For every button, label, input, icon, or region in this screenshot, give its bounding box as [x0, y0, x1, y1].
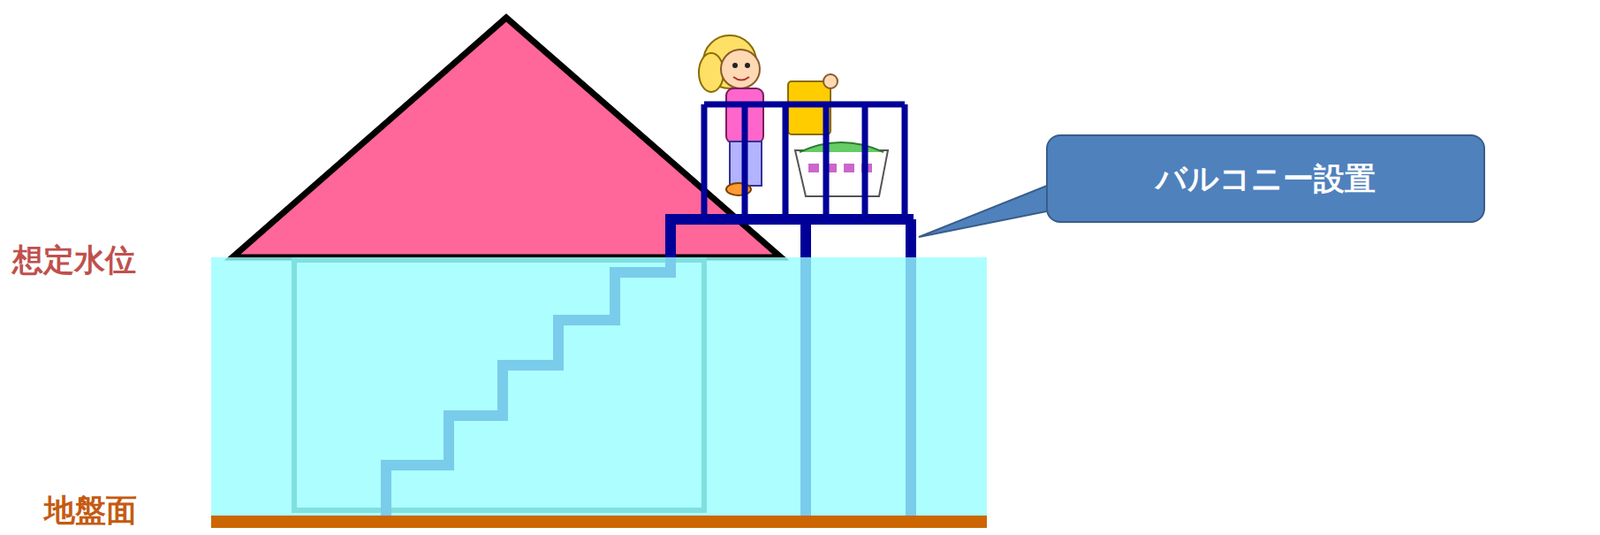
ground-level-label: 地盤面 — [44, 489, 137, 531]
ground-line — [211, 515, 987, 528]
callout-text: バルコニー設置 — [1155, 158, 1376, 200]
girl-figure — [698, 35, 888, 197]
callout-box: バルコニー設置 — [1046, 134, 1486, 223]
flood-water — [211, 257, 987, 516]
callout-pointer — [918, 183, 1052, 237]
water-level-label: 想定水位 — [12, 239, 137, 281]
balcony-railing — [704, 104, 905, 220]
